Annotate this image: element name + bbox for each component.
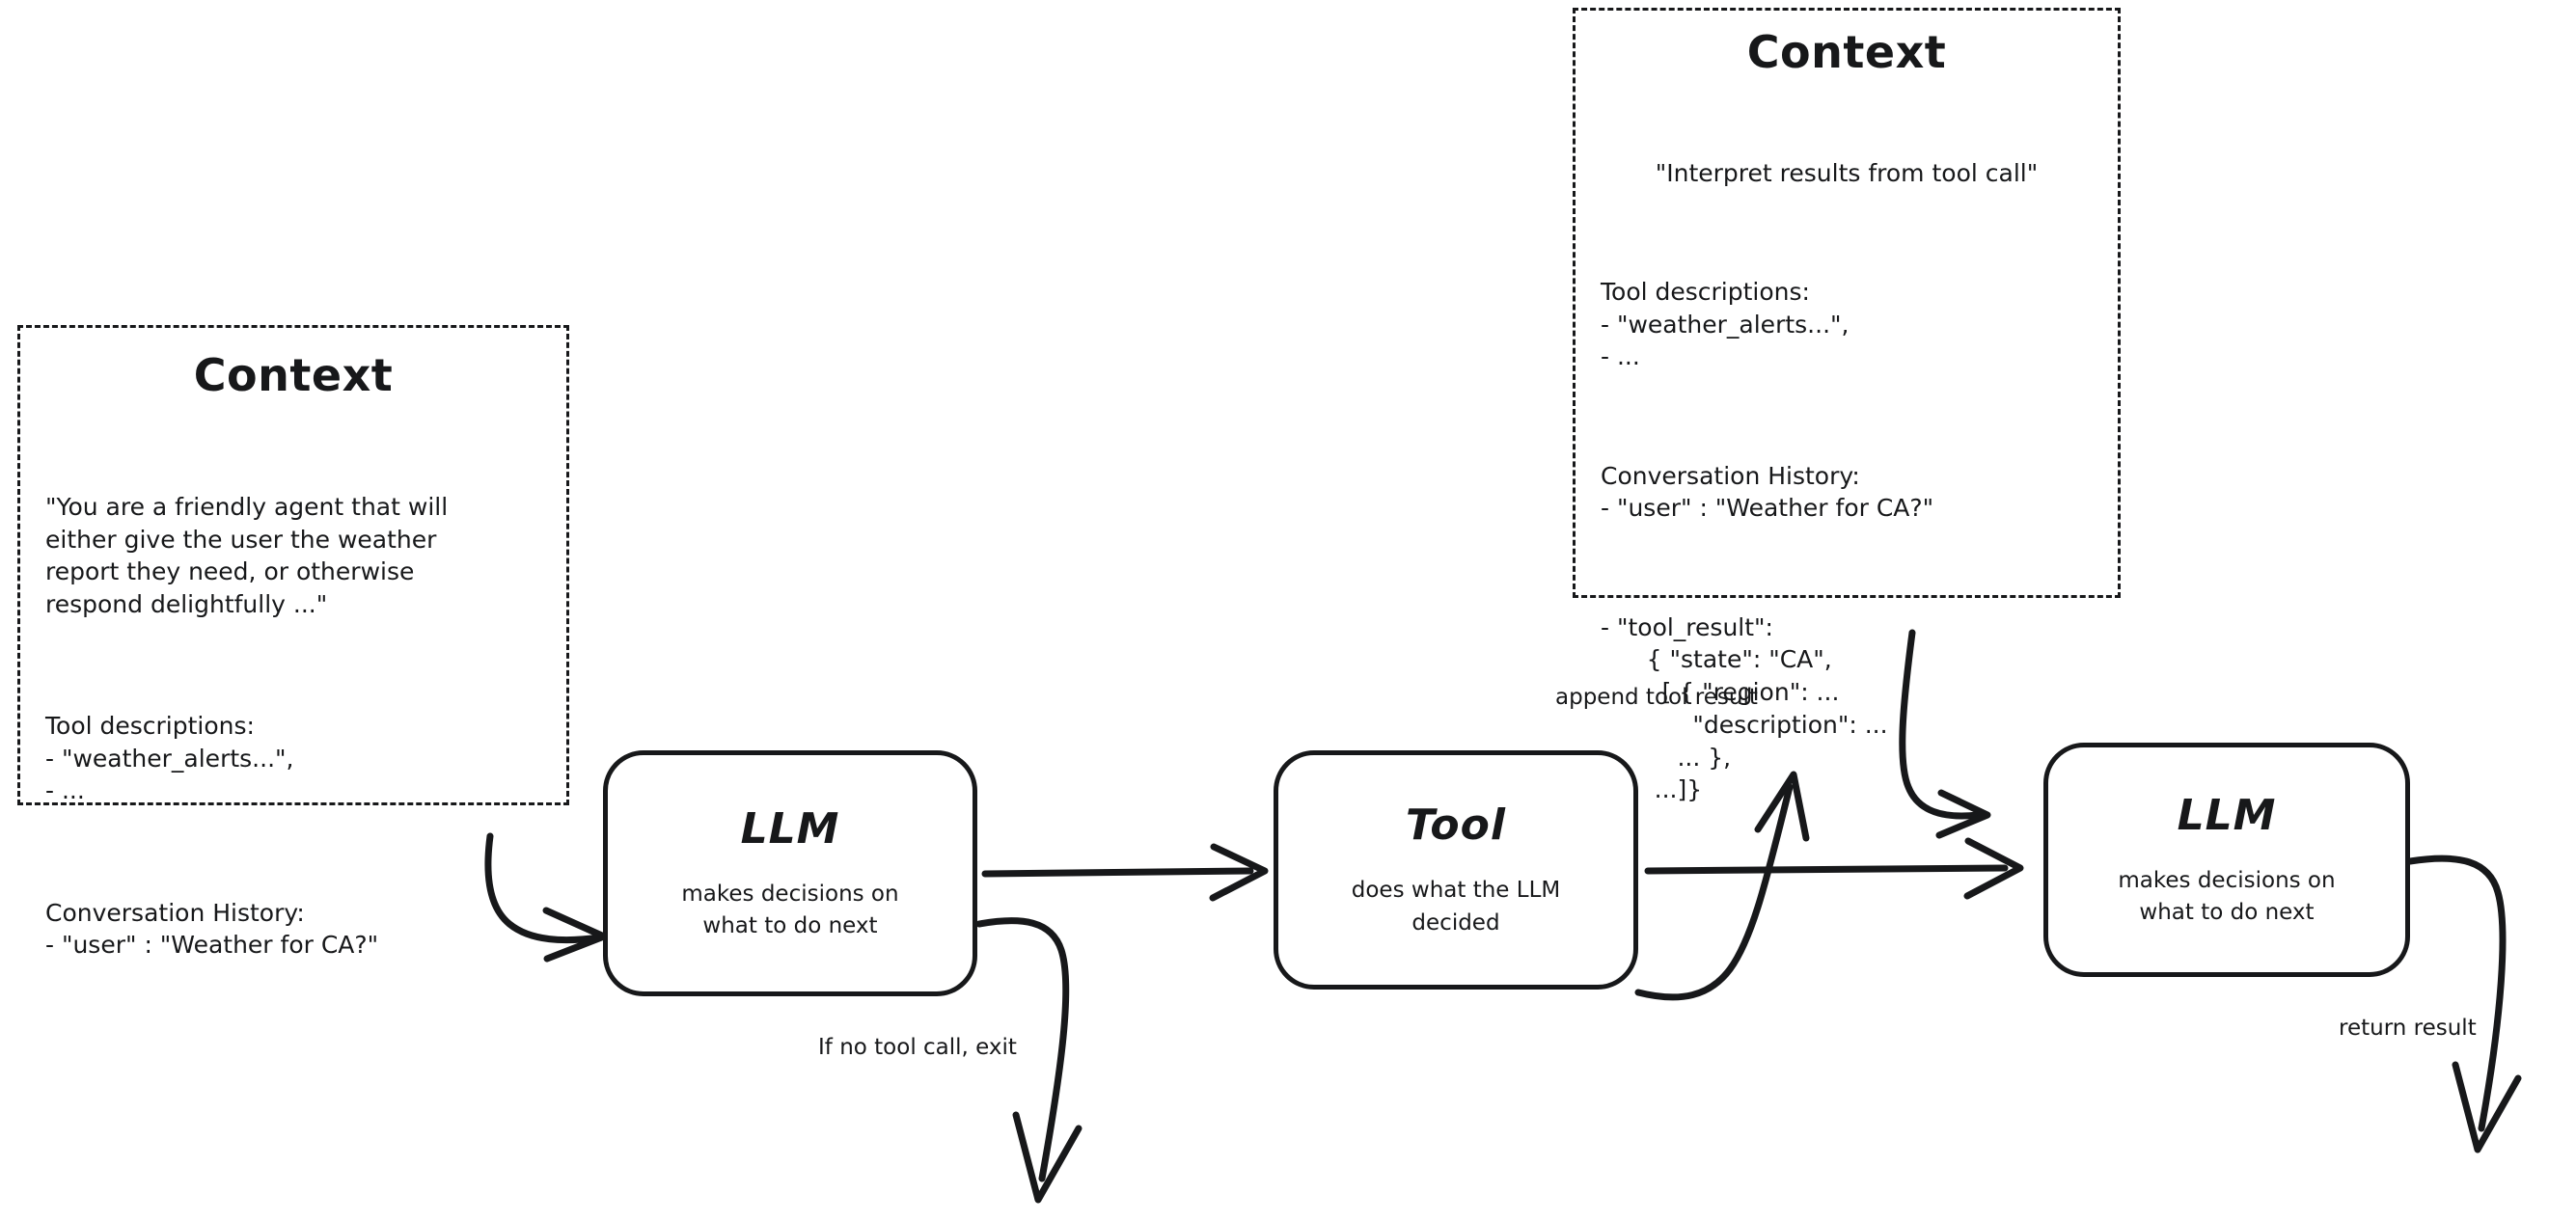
edge-label-append-tool-result: append tool result bbox=[1555, 685, 1758, 710]
edge-label-return-result: return result bbox=[2339, 1016, 2477, 1041]
context-left-title: Context bbox=[193, 349, 394, 401]
node-llm-second-subtitle: makes decisions on what to do next bbox=[2118, 867, 2336, 925]
node-llm-first[interactable]: LLM makes decisions on what to do next bbox=[603, 750, 977, 996]
context-right-system-prompt: "Interpret results from tool call" bbox=[1655, 158, 2039, 187]
context-left-conversation-history: Conversation History: - "user" : "Weathe… bbox=[45, 898, 379, 960]
context-right-tool-result: - "tool_result": { "state": "CA", [ { "r… bbox=[1601, 612, 1888, 804]
context-box-initial: Context "You are a friendly agent that w… bbox=[17, 325, 569, 959]
context-left-tool-descriptions: Tool descriptions: - "weather_alerts..."… bbox=[45, 712, 294, 804]
node-llm-second[interactable]: LLM makes decisions on what to do next bbox=[2043, 743, 2410, 977]
context-box-after-tool: Context "Interpret results from tool cal… bbox=[1573, 8, 2121, 803]
context-right-conversation-history: Conversation History: - "user" : "Weathe… bbox=[1601, 461, 1934, 523]
node-tool[interactable]: Tool does what the LLM decided bbox=[1274, 750, 1638, 990]
context-right-title: Context bbox=[1746, 26, 1947, 78]
arrow-llm1-to-tool bbox=[981, 843, 1269, 902]
context-right-tool-descriptions: Tool descriptions: - "weather_alerts..."… bbox=[1601, 277, 1850, 371]
node-tool-subtitle: does what the LLM decided bbox=[1351, 878, 1561, 936]
node-llm-first-subtitle: makes decisions on what to do next bbox=[681, 881, 899, 938]
context-right-body: "Interpret results from tool call" Tool … bbox=[1601, 92, 2093, 893]
arrow-llm2-return bbox=[2406, 855, 2522, 1153]
context-left-body: "You are a friendly agent that will eith… bbox=[45, 426, 541, 1026]
node-llm-first-title: LLM bbox=[740, 803, 840, 854]
node-tool-title: Tool bbox=[1406, 800, 1506, 851]
node-llm-second-title: LLM bbox=[2177, 790, 2277, 840]
edge-label-no-tool-call-exit: If no tool call, exit bbox=[818, 1035, 1017, 1060]
arrow-llm1-exit bbox=[975, 917, 1082, 1204]
context-left-system-prompt: "You are a friendly agent that will eith… bbox=[45, 493, 449, 618]
